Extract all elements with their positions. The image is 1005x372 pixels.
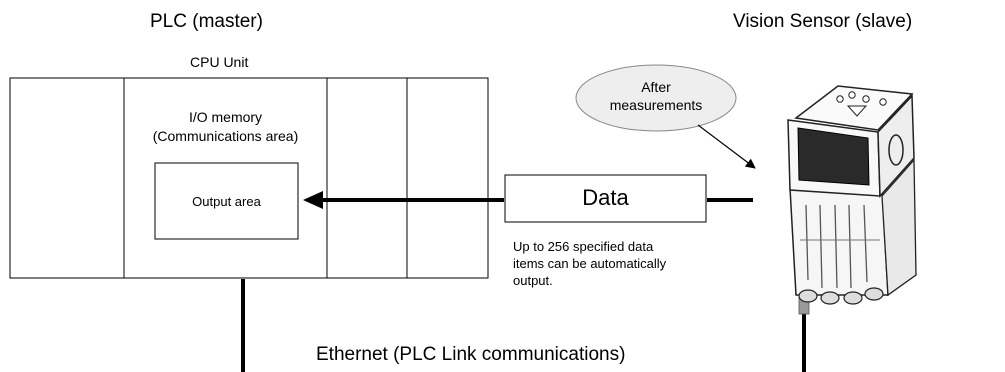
callout-line1: After	[641, 79, 671, 95]
callout-pointer	[697, 124, 756, 169]
data-arrowhead	[303, 191, 323, 209]
network-label: Ethernet (PLC Link communications)	[316, 344, 626, 365]
data-box	[504, 174, 707, 223]
cpu-unit-label: CPU Unit	[190, 54, 249, 70]
callout-bubble	[575, 64, 737, 132]
callout-line2: measurements	[609, 97, 703, 113]
vision-sensor-illustration	[787, 85, 917, 315]
plc-title: PLC (master)	[150, 11, 263, 32]
io-memory-line2: (Communications area)	[152, 128, 299, 144]
data-note-line3: output.	[513, 273, 553, 288]
output-area-label: Output area	[192, 194, 261, 209]
data-note: Up to 256 specified data items can be au…	[513, 238, 666, 289]
callout-text: After measurements	[576, 79, 736, 113]
io-memory-line1: I/O memory	[188, 109, 263, 125]
data-note-line1: Up to 256 specified data	[513, 239, 654, 254]
io-memory-label: I/O memory (Communications area)	[124, 109, 327, 144]
output-area-box	[154, 162, 299, 240]
data-note-line2: items can be automatically	[513, 256, 667, 271]
sensor-title: Vision Sensor (slave)	[733, 11, 913, 32]
data-box-label: Data	[582, 185, 629, 210]
